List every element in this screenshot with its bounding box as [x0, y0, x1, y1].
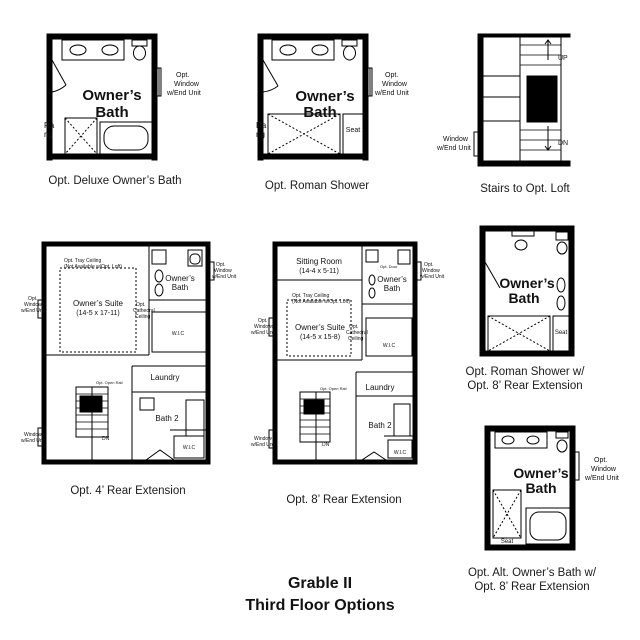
label-up: UP: [558, 55, 568, 62]
label-opt-window-alt8-3: w/End Unit: [584, 475, 619, 482]
caption-roman8-line1: Opt. Roman Shower w/: [465, 366, 585, 378]
label-open-rail-4: Opt. Open Rail: [96, 380, 123, 385]
label-bath-deluxe: Bath: [95, 104, 128, 121]
label-wic-4b: W.I.C: [183, 445, 196, 451]
label-opt-window-8-2: Window: [422, 268, 440, 274]
label-window-stairs-2: w/End Unit: [436, 145, 471, 152]
label-opt-window-roman-2: Window: [382, 81, 408, 88]
label-opt-window-alt8-1: Opt.: [594, 457, 607, 464]
label-bath-alt8: Bath: [525, 480, 556, 496]
label-tray-4-1: Opt. Tray Ceiling: [64, 258, 101, 264]
caption-alt8-line1: Opt. Alt. Owner’s Bath w/: [467, 567, 597, 579]
label-ra-deluxe: Ra: [44, 121, 55, 130]
label-ng-deluxe: ng: [44, 130, 53, 139]
label-opt-window-roman-3: w/End Unit: [374, 90, 409, 97]
label-wic-4a: W.I.C: [172, 331, 185, 337]
caption-alt8-line2: Opt. 8’ Rear Extension: [474, 581, 590, 593]
label-seat-roman8: Seat: [555, 330, 568, 336]
label-windows-8-1: Opt.: [258, 318, 267, 324]
label-owners-roman8: Owner’s: [499, 275, 554, 291]
label-owners-4: Owner’s: [165, 274, 195, 283]
plan-deluxe-owners-bath: [46, 33, 162, 161]
plan-stairs-loft: [473, 33, 571, 167]
label-cathedral-8-1: Opt.: [349, 324, 358, 330]
plan-roman-shower: [257, 33, 373, 161]
label-window-4-left-1: Window: [24, 432, 42, 438]
label-wic-8a: W.I.C: [383, 343, 396, 349]
label-tray-8-1: Opt. Tray Ceiling: [292, 293, 329, 299]
label-sitting-8: Sitting Room: [296, 257, 342, 266]
label-windows-4-2: Windows: [24, 302, 45, 308]
label-sitting-dim-8: (14-4 x 5-11): [299, 268, 339, 275]
label-opt-window-alt8-2: Window: [591, 466, 617, 473]
label-wic-8b: W.I.C: [394, 450, 407, 456]
plan-4ft-rear-extension: [37, 241, 215, 465]
label-windows-4-3: w/End Unit: [21, 308, 46, 314]
label-opt-window-8-3: w/End Unit: [420, 274, 445, 280]
plan-roman-shower-8ft: [479, 225, 575, 357]
label-suite-4: Owner’s Suite: [73, 299, 124, 308]
label-opt-window-4-1: Opt.: [216, 262, 225, 268]
label-suite-dim-8: (14-5 x 15-8): [300, 334, 340, 341]
label-opt-window-deluxe-3: w/End Unit: [166, 90, 201, 97]
page-title-line2: Third Floor Options: [245, 597, 395, 614]
label-window-8-left-1: Window: [254, 436, 272, 442]
label-bath-4: Bath: [172, 283, 188, 292]
caption-ext8: Opt. 8’ Rear Extension: [286, 494, 402, 506]
label-dn-8: DN: [322, 442, 330, 448]
label-tray-4-2: (Not Available w/Opt. Loft): [64, 264, 122, 270]
label-tray-8-2: (Not Available w/Opt. Loft): [292, 299, 350, 305]
label-window-4-left-2: w/End Unit: [21, 438, 46, 444]
label-ng-roman: ng: [256, 130, 265, 139]
label-window-8-left-2: w/End Unit: [251, 442, 276, 448]
label-cathedral-8-3: Ceiling: [348, 336, 364, 342]
label-windows-8-3: w/End Unit: [251, 330, 276, 336]
label-bath2-8: Bath 2: [368, 421, 392, 430]
label-opt-window-4-2: Window: [214, 268, 232, 274]
label-owners-deluxe: Owner’s: [82, 87, 141, 104]
label-owners-alt8: Owner’s: [513, 465, 568, 481]
label-opt-door-8: Opt. Door: [380, 264, 398, 269]
label-opt-window-deluxe-2: Window: [174, 81, 200, 88]
caption-roman8-line2: Opt. 8’ Rear Extension: [467, 380, 583, 392]
label-cathedral-4-1: Opt.: [136, 302, 145, 308]
label-owners-8: Owner’s: [377, 275, 407, 284]
caption-ext4: Opt. 4’ Rear Extension: [70, 485, 186, 497]
label-cathedral-4-3: Ceiling: [135, 314, 151, 320]
label-owners-roman: Owner’s: [295, 88, 354, 105]
label-seat-roman: Seat: [346, 127, 360, 134]
label-opt-window-deluxe-1: Opt.: [176, 72, 189, 79]
caption-stairs: Stairs to Opt. Loft: [480, 183, 570, 195]
label-opt-window-8-1: Opt.: [424, 262, 433, 268]
label-opt-window-roman-1: Opt.: [385, 72, 398, 79]
label-bath2-4: Bath 2: [155, 414, 179, 423]
label-dn-4: DN: [102, 436, 110, 442]
label-cathedral-4-2: Cathedral: [133, 308, 155, 314]
label-window-stairs-1: Window: [443, 136, 469, 143]
label-seat-alt8: Seat: [501, 539, 514, 545]
label-cathedral-8-2: Cathedral: [346, 330, 368, 336]
caption-deluxe: Opt. Deluxe Owner’s Bath: [48, 175, 182, 187]
label-dn: DN: [558, 140, 568, 147]
label-laundry-4: Laundry: [151, 373, 180, 382]
label-suite-8: Owner’s Suite: [295, 323, 346, 332]
label-open-rail-8: Opt. Open Rail: [320, 386, 347, 391]
plan-8ft-rear-extension: [268, 241, 422, 465]
label-bath-roman: Bath: [303, 104, 336, 121]
label-bath-8: Bath: [384, 284, 400, 293]
label-suite-dim-4: (14-5 x 17-11): [76, 310, 119, 317]
caption-roman: Opt. Roman Shower: [264, 180, 370, 192]
label-laundry-8: Laundry: [366, 383, 395, 392]
plan-alt-owners-bath-8ft: [484, 425, 580, 551]
label-bath-roman8: Bath: [508, 290, 539, 306]
label-opt-window-4-3: w/End Unit: [212, 274, 237, 280]
page-title-line1: Grable II: [287, 575, 353, 592]
label-ra-roman: Ra: [256, 121, 267, 130]
label-windows-4-1: Opt.: [28, 296, 37, 302]
label-windows-8-2: Windows: [254, 324, 275, 330]
